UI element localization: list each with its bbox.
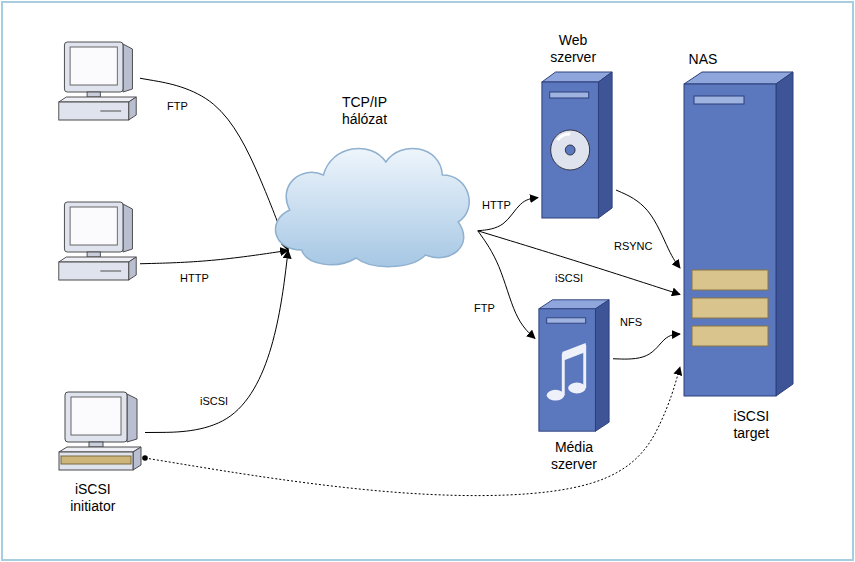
icon <box>680 70 795 400</box>
drive-slot <box>547 318 586 323</box>
note-beam <box>562 343 585 361</box>
node-label: iSCSI initiator <box>58 481 128 515</box>
monitor-side <box>127 394 137 442</box>
node-label: TCP/IP hálózat <box>324 94 404 128</box>
disk-bay <box>692 298 768 318</box>
monitor-body <box>65 392 127 442</box>
connector <box>145 250 288 432</box>
edge-label: HTTP <box>178 272 211 285</box>
base-front <box>59 452 133 470</box>
edge-label: HTTP <box>480 199 513 212</box>
tower-front <box>542 82 599 218</box>
tower-front <box>539 309 596 431</box>
base-top <box>59 447 141 452</box>
base-front <box>59 262 129 280</box>
media-server: Média szerver <box>535 298 613 433</box>
note-stem <box>583 345 586 388</box>
tower-front <box>684 84 776 396</box>
edge-label: NFS <box>618 316 644 329</box>
base-top <box>59 97 136 102</box>
network-cloud: TCP/IP hálózat <box>262 130 480 270</box>
connector <box>616 190 680 268</box>
edge-label: FTP <box>165 100 190 113</box>
connector <box>140 250 288 263</box>
connector <box>140 78 288 250</box>
monitor-screen <box>71 397 121 435</box>
base-side <box>129 257 137 280</box>
monitor-neck <box>87 92 100 97</box>
cd-disc <box>551 130 590 170</box>
monitor-body <box>64 42 123 92</box>
edge-label: RSYNC <box>612 240 655 253</box>
cd-shine <box>558 134 571 140</box>
node-label: Média szerver <box>542 439 606 473</box>
monitor-side <box>123 204 132 252</box>
node-label: iSCSI target <box>721 408 781 442</box>
icon <box>55 40 140 125</box>
note-head <box>547 390 565 401</box>
node-label: Web szerver <box>541 32 605 66</box>
web-server: Web szerver <box>538 70 616 220</box>
connector <box>613 334 680 359</box>
tower-side <box>595 300 609 431</box>
icon <box>55 200 140 285</box>
initiator-pc: iSCSI initiator <box>55 390 145 475</box>
base-slot <box>100 271 121 272</box>
tower-side <box>598 72 612 218</box>
cd-hole <box>565 145 575 155</box>
base-side <box>129 97 137 120</box>
disk-bay <box>692 270 768 290</box>
monitor-body <box>64 202 123 252</box>
tower-top <box>684 72 793 84</box>
client-pc <box>55 200 140 285</box>
icon <box>55 390 145 475</box>
nas-server: NASiSCSI target <box>680 70 795 400</box>
monitor-neck <box>87 252 100 257</box>
node-label: NAS <box>678 51 728 68</box>
note-stem <box>562 354 565 395</box>
drive-slot <box>694 96 744 104</box>
monitor-neck <box>89 442 103 447</box>
edge-label: iSCSI <box>553 272 585 285</box>
edge-label: iSCSI <box>198 395 230 408</box>
monitor-screen <box>70 207 117 245</box>
disk-bay <box>692 326 768 346</box>
icon <box>262 130 480 270</box>
tower-side <box>776 72 793 396</box>
base-slot <box>100 111 121 112</box>
disk-drive <box>61 456 131 464</box>
monitor-side <box>123 44 132 92</box>
connector <box>478 198 538 231</box>
edge-label: FTP <box>472 302 497 315</box>
icon <box>535 298 613 433</box>
base-front <box>59 102 129 120</box>
icon <box>538 70 616 220</box>
base-top <box>59 257 136 262</box>
drive-slot <box>550 92 589 98</box>
monitor-screen <box>70 47 117 85</box>
cloud-shape <box>275 148 469 266</box>
base-side <box>133 447 141 470</box>
connector <box>478 231 535 339</box>
note-head <box>568 383 586 394</box>
connector <box>478 231 680 295</box>
client-pc <box>55 40 140 125</box>
